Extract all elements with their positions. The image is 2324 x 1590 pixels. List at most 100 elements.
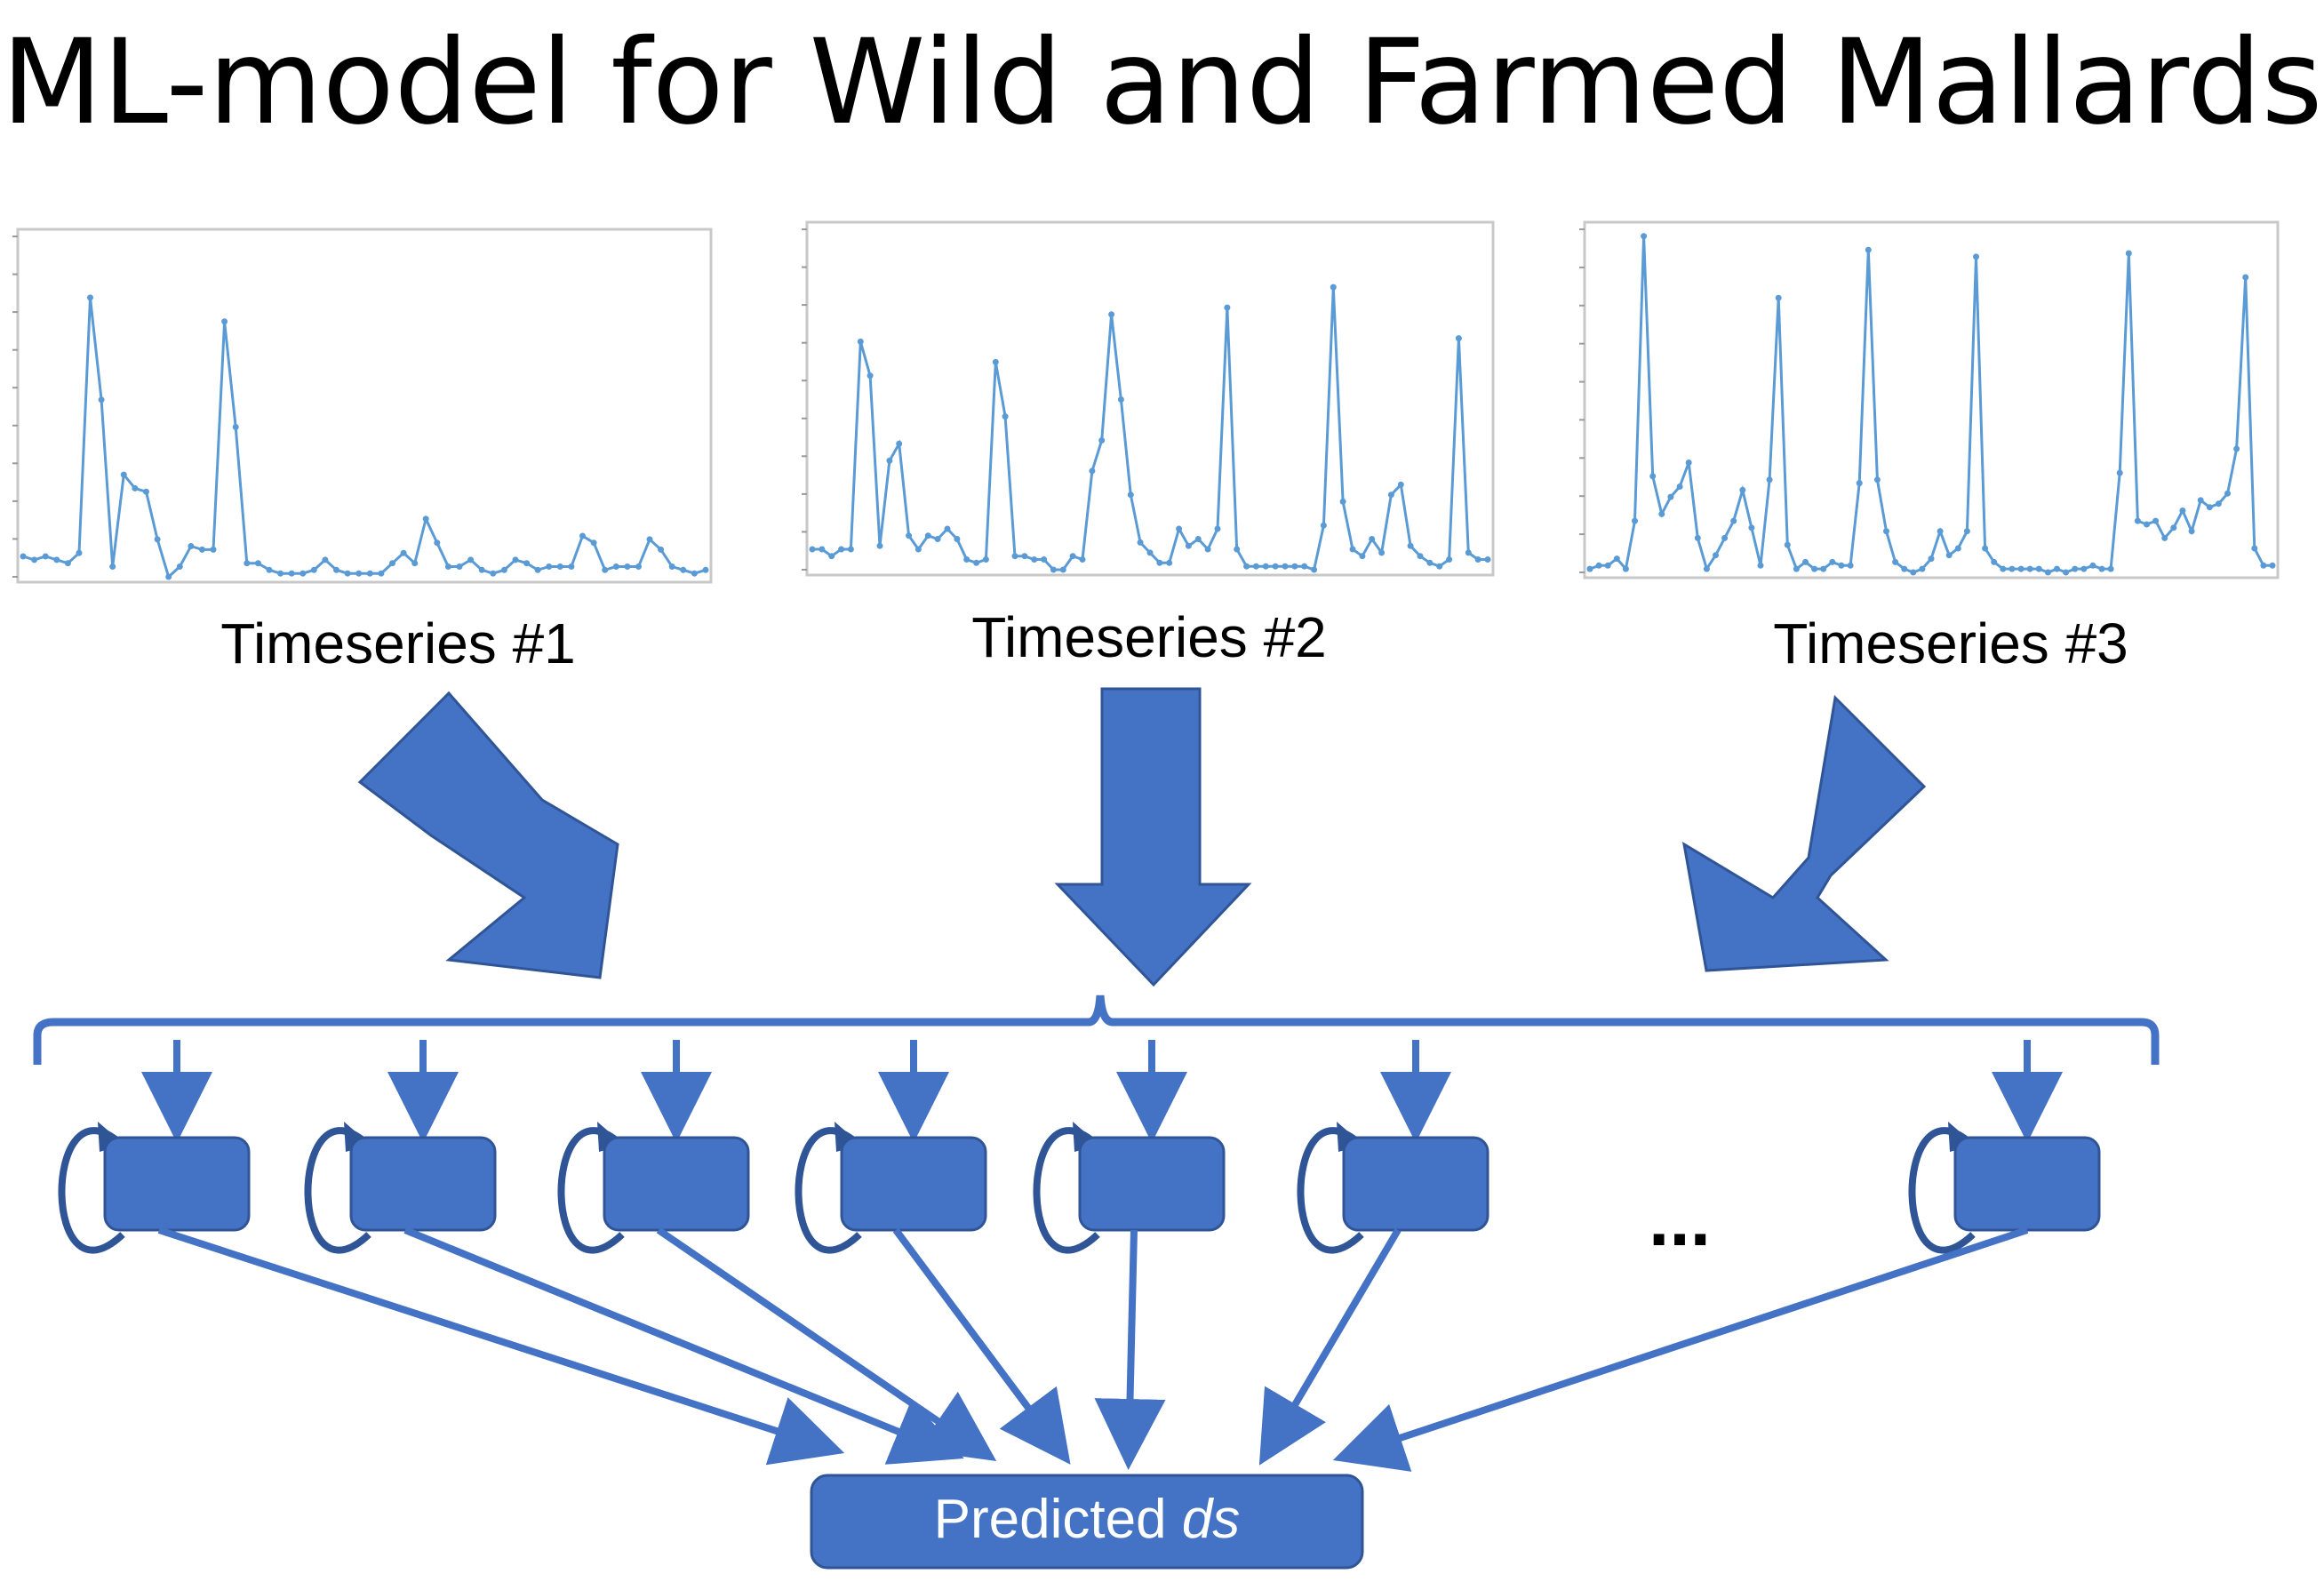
data-point bbox=[2009, 565, 2016, 572]
timeseries-2-points bbox=[809, 284, 1491, 573]
data-point bbox=[1137, 539, 1144, 546]
data-point bbox=[646, 536, 653, 543]
unit-output-arrow bbox=[1258, 1227, 1402, 1466]
data-point bbox=[1954, 545, 1961, 552]
data-point bbox=[2197, 497, 2204, 504]
data-point bbox=[2170, 524, 2177, 531]
data-point bbox=[2224, 490, 2231, 497]
data-point bbox=[1613, 555, 1620, 563]
data-point bbox=[982, 556, 989, 563]
output-label: Predicted ds bbox=[934, 1489, 1241, 1550]
data-point bbox=[1937, 528, 1944, 535]
data-point bbox=[1417, 553, 1424, 560]
data-point bbox=[1098, 437, 1106, 443]
data-point bbox=[1282, 563, 1289, 570]
data-point bbox=[847, 546, 854, 553]
data-point bbox=[963, 556, 970, 563]
data-point bbox=[1703, 565, 1710, 572]
data-point bbox=[1349, 546, 1356, 553]
data-point bbox=[1359, 553, 1366, 560]
data-point bbox=[1811, 565, 1818, 572]
data-point bbox=[612, 563, 619, 570]
recurrent-unit-box bbox=[103, 1136, 251, 1232]
data-point bbox=[1320, 522, 1327, 529]
data-point bbox=[434, 539, 441, 547]
data-point bbox=[389, 560, 395, 567]
data-point bbox=[165, 573, 172, 580]
data-point bbox=[1775, 294, 1782, 301]
data-point bbox=[98, 396, 105, 403]
data-point bbox=[1011, 553, 1018, 560]
data-point bbox=[1301, 563, 1308, 570]
data-point bbox=[1883, 528, 1889, 535]
data-point bbox=[53, 556, 60, 563]
data-point bbox=[20, 553, 27, 560]
data-point bbox=[254, 560, 261, 567]
data-point bbox=[2188, 528, 2195, 535]
block-arrow-center bbox=[1054, 687, 1252, 987]
data-point bbox=[809, 546, 816, 553]
recurrent-unit-box bbox=[1078, 1136, 1226, 1232]
data-point bbox=[355, 570, 363, 577]
data-point bbox=[1339, 498, 1346, 505]
data-point bbox=[1963, 528, 1970, 535]
recurrent-unit-box bbox=[349, 1136, 497, 1232]
data-point bbox=[876, 542, 883, 549]
data-point bbox=[64, 560, 71, 567]
data-point bbox=[1262, 563, 1269, 570]
data-point bbox=[857, 338, 864, 345]
data-point bbox=[1713, 552, 1719, 559]
data-point bbox=[1973, 253, 1979, 260]
recurrent-unit-box bbox=[1953, 1136, 2101, 1232]
data-point bbox=[109, 563, 116, 570]
data-point bbox=[1474, 556, 1481, 563]
data-point bbox=[467, 556, 475, 563]
data-point bbox=[143, 488, 149, 495]
data-point bbox=[87, 294, 93, 301]
input-bracket bbox=[33, 995, 2160, 1065]
data-point bbox=[1146, 549, 1154, 556]
unit-output-arrow bbox=[1332, 1226, 2029, 1472]
data-point bbox=[1252, 563, 1259, 570]
data-point bbox=[1865, 246, 1872, 253]
data-point bbox=[2107, 565, 2114, 572]
data-point bbox=[378, 570, 385, 577]
timeseries-1-points bbox=[20, 294, 709, 580]
timeseries-chart-2 bbox=[802, 220, 1495, 577]
data-point bbox=[1820, 565, 1827, 572]
data-point bbox=[1739, 486, 1746, 493]
data-point bbox=[1214, 525, 1221, 532]
data-point bbox=[210, 546, 217, 553]
data-point bbox=[1766, 476, 1773, 483]
data-point bbox=[322, 556, 329, 563]
recurrent-unit-box bbox=[840, 1136, 987, 1232]
data-point bbox=[819, 546, 826, 553]
data-point bbox=[221, 318, 228, 325]
data-point bbox=[1387, 491, 1394, 499]
data-point bbox=[2054, 565, 2060, 572]
data-point bbox=[299, 570, 307, 577]
data-point bbox=[624, 563, 631, 570]
timeseries-3-points bbox=[1586, 233, 2276, 576]
data-point bbox=[1079, 556, 1086, 563]
data-point bbox=[2044, 569, 2051, 576]
data-point bbox=[2269, 562, 2276, 569]
output-box bbox=[810, 1474, 1364, 1570]
data-point bbox=[2206, 504, 2213, 511]
data-point bbox=[444, 563, 451, 570]
data-point bbox=[1194, 536, 1202, 542]
data-point bbox=[400, 549, 407, 556]
data-point bbox=[691, 570, 698, 577]
data-point bbox=[1892, 558, 1899, 565]
data-point bbox=[1919, 565, 1926, 572]
data-point bbox=[1730, 517, 1737, 524]
data-point bbox=[1757, 562, 1764, 569]
data-point bbox=[1838, 562, 1845, 569]
recurrent-loop bbox=[795, 1127, 862, 1254]
data-point bbox=[1784, 541, 1791, 548]
data-point bbox=[546, 563, 553, 570]
timeseries-label-3: Timeseries #3 bbox=[1773, 611, 2128, 675]
data-point bbox=[914, 546, 922, 553]
data-point bbox=[1982, 545, 1989, 552]
data-point bbox=[635, 563, 642, 570]
